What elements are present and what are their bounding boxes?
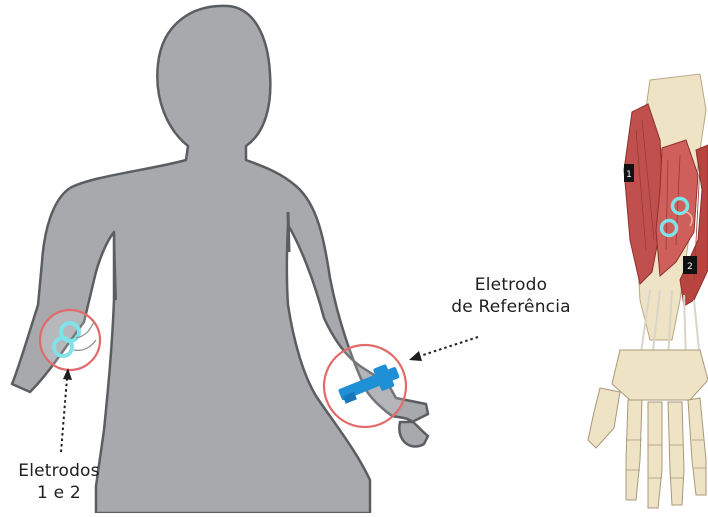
reference-electrode-group (324, 345, 406, 427)
arrow-reference-line (420, 337, 478, 356)
electrodes-1-2-group (40, 310, 100, 370)
arrow-reference-head (409, 351, 422, 361)
forearm-anatomy: 1 2 (588, 74, 708, 508)
reference-label-line2: de Referência (436, 296, 586, 318)
silhouette-body (12, 6, 428, 513)
anatomy-marker-upper-label: 1 (626, 170, 632, 180)
electrodes-label-line2: 1 e 2 (4, 482, 114, 504)
reference-electrode-label: Eletrodo de Referência (436, 274, 586, 318)
right-arm-inner-line (288, 212, 289, 252)
body-silhouette (12, 6, 428, 513)
hand-bones (588, 350, 708, 508)
arrow-electrodes-line (61, 378, 67, 452)
electrodes-1-2-label: Eletrodos 1 e 2 (4, 460, 114, 504)
reference-label-line1: Eletrodo (436, 274, 586, 296)
anatomy-marker-lower-label: 2 (687, 262, 693, 272)
electrodes-label-line1: Eletrodos (4, 460, 114, 482)
